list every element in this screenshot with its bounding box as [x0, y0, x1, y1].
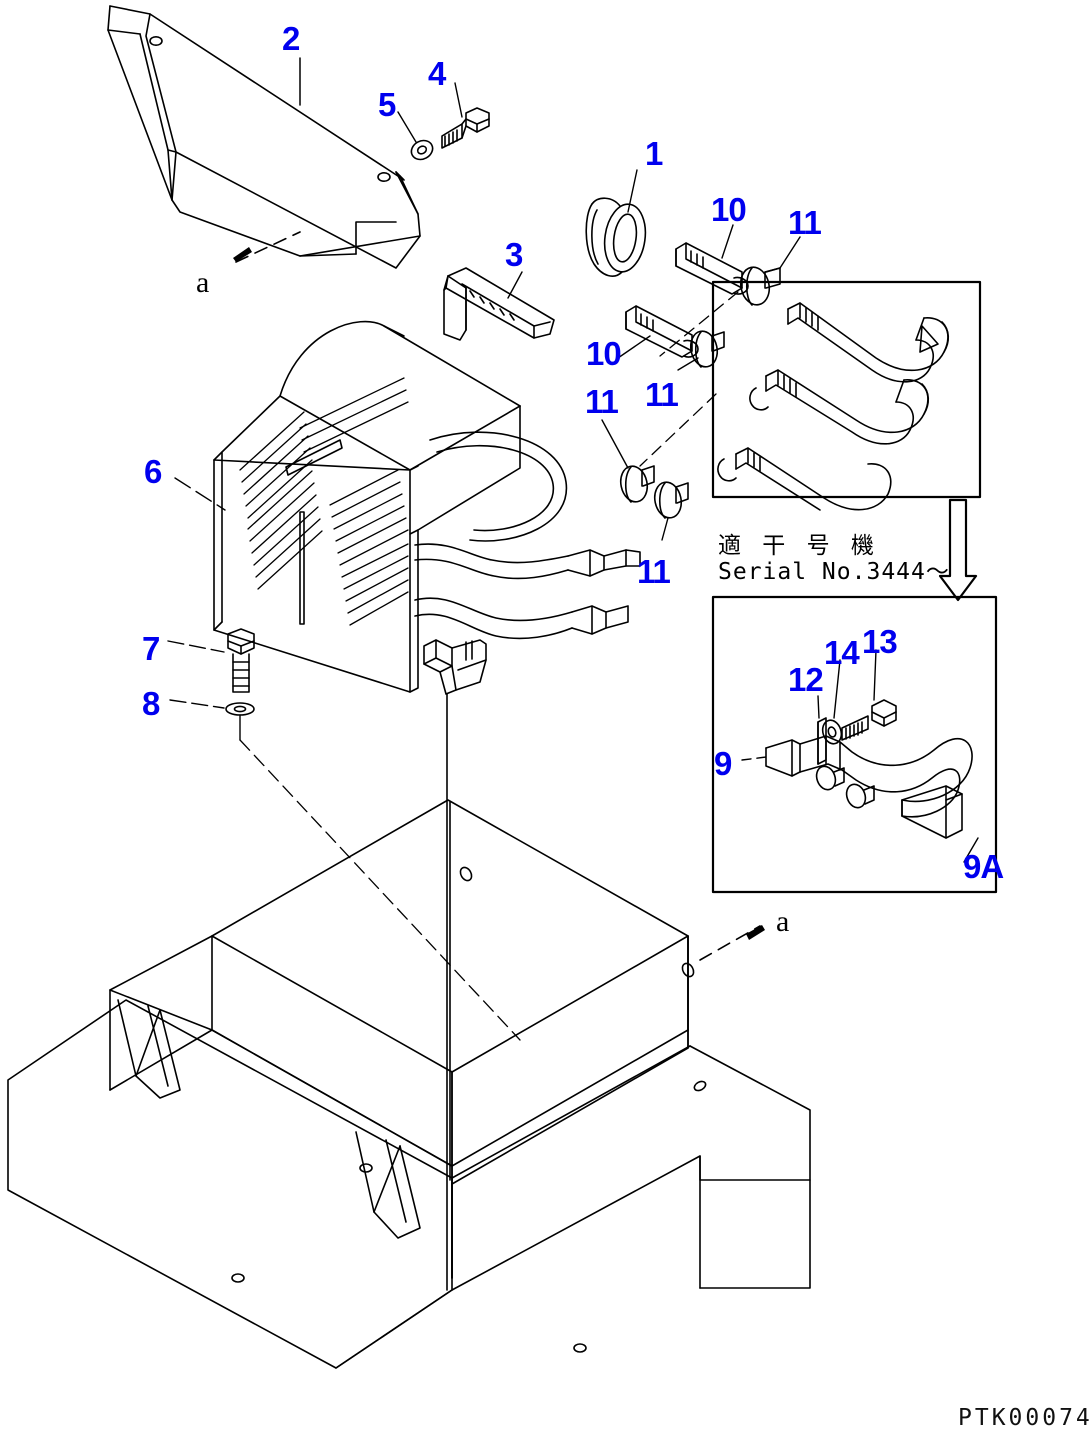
callout-11-a: 11 — [788, 204, 822, 241]
callout-11-b: 11 — [645, 376, 679, 413]
leader-9 — [741, 756, 767, 761]
leader-14 — [833, 659, 841, 719]
callout-7: 7 — [142, 630, 160, 667]
callout-9: 9 — [714, 745, 732, 782]
part-l-bracket-3 — [443, 267, 555, 341]
reference-mark-a-bottom: a — [776, 905, 790, 938]
part-clip-12 — [817, 717, 827, 765]
callout-4: 4 — [428, 55, 446, 92]
leader-11-a — [779, 236, 801, 269]
part-hose-10-lower — [625, 305, 699, 358]
leader-1 — [627, 169, 638, 213]
leader-12 — [817, 695, 820, 719]
callout-9a: 9A — [963, 848, 1004, 885]
part-cover-panel — [107, 5, 421, 269]
callout-13: 13 — [862, 623, 898, 660]
part-washer-5 — [410, 139, 434, 161]
leader-11-b — [677, 357, 699, 371]
callout-10-lower: 10 — [586, 335, 622, 372]
leader-5 — [397, 111, 417, 143]
callout-6: 6 — [144, 453, 162, 490]
part-hose-9 — [765, 735, 973, 839]
leader-11-d — [661, 517, 669, 541]
part-bolt-7 — [227, 628, 255, 693]
part-washer-14 — [821, 719, 843, 745]
leader-13 — [873, 649, 877, 701]
leader-8 — [169, 699, 225, 709]
heater-hose-connections — [414, 543, 641, 695]
serial-note-japanese: 適 干 号 機 — [718, 533, 881, 559]
part-heater-unit-6 — [213, 320, 568, 693]
leader-11-c — [601, 419, 629, 469]
callout-1: 1 — [645, 135, 663, 172]
part-clamp-11-a — [739, 266, 781, 306]
serial-note-english: Serial No.3444〜 — [718, 559, 950, 586]
detail-box-bottom — [711, 595, 998, 894]
callout-11-d: 11 — [637, 553, 671, 590]
callout-5: 5 — [378, 86, 396, 123]
part-washer-8 — [225, 702, 255, 716]
part-bolt-13 — [841, 699, 897, 741]
callout-12: 12 — [788, 661, 824, 698]
serial-note: 適 干 号 機 Serial No.3444〜 — [718, 533, 950, 586]
part-hose-10-upper — [675, 242, 749, 295]
part-clamp-11-c — [619, 465, 655, 503]
leader-10-upper — [721, 224, 734, 259]
leader-10-lower — [617, 335, 651, 359]
leader-4 — [454, 82, 463, 118]
flow-arrow-down — [938, 498, 978, 602]
part-mounting-tray — [7, 799, 811, 1369]
reference-mark-a-top: a — [196, 266, 210, 299]
callout-14: 14 — [824, 634, 860, 671]
leader-6 — [174, 477, 226, 511]
leader-7 — [167, 640, 225, 653]
callout-8: 8 — [142, 685, 160, 722]
part-clamp-11-d — [653, 481, 689, 519]
drawing-code: PTK00074 — [958, 1405, 1090, 1431]
leader-3 — [507, 271, 523, 299]
part-clamp-11-b — [689, 330, 725, 368]
callout-11-c: 11 — [585, 383, 619, 420]
callout-2: 2 — [282, 20, 300, 57]
part-bolt-4 — [441, 107, 490, 149]
detail-box-top — [639, 280, 982, 511]
part-ring-1 — [585, 197, 647, 277]
leader-washer-to-tray — [239, 739, 521, 1041]
ref-arrow-a-bottom — [699, 925, 765, 961]
callout-10-upper: 10 — [711, 191, 747, 228]
ref-arrow-a-top — [233, 231, 301, 263]
callout-3: 3 — [505, 236, 523, 273]
leader-9a — [963, 837, 979, 863]
